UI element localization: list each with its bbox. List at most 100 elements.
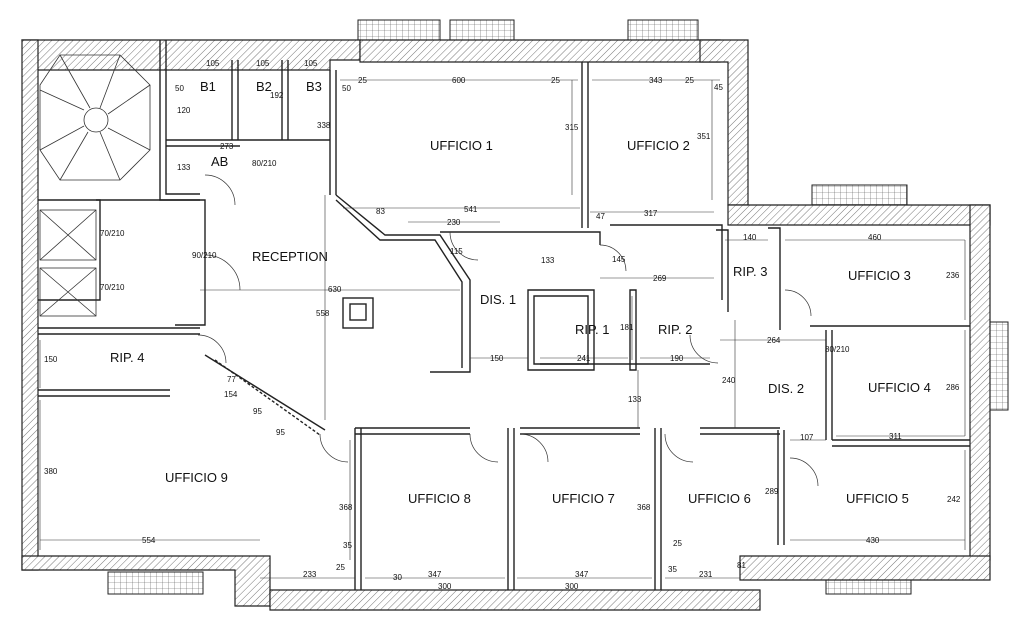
dim-label: 150 [490,354,504,363]
room-label-ufficio2: UFFICIO 2 [627,138,690,153]
dim-label: 105 [304,59,318,68]
dim-label: 133 [628,395,642,404]
dim-label: 241 [577,354,591,363]
dim-label: 558 [316,309,330,318]
dim-label: 630 [328,285,342,294]
staircase [39,54,151,181]
dim-label: 140 [743,233,757,242]
dim-label: 133 [541,256,555,265]
dim-label: 145 [612,255,626,264]
dim-label: 600 [452,76,466,85]
room-label-ab: AB [211,154,228,169]
dim-label: 460 [868,233,882,242]
dim-label: 77 [227,375,236,384]
dim-label: 154 [224,390,238,399]
dim-label: 269 [653,274,667,283]
room-label-rip3: RIP. 3 [733,264,767,279]
room-label-ufficio9: UFFICIO 9 [165,470,228,485]
dim-label: 315 [565,123,579,132]
room-label-dis1: DIS. 1 [480,292,516,307]
dimension-lines [39,79,966,579]
door-swings [197,174,819,487]
dim-label: 347 [428,570,442,579]
dim-label: 83 [376,207,385,216]
dim-label: 115 [450,247,463,256]
dim-label: 25 [673,539,682,548]
door-labels: 70/210 70/210 90/210 80/210 80/210 [100,159,850,354]
dim-label: 25 [336,563,345,572]
dim-label: 264 [767,336,781,345]
room-label-rip1: RIP. 1 [575,322,609,337]
dim-label: 35 [343,541,352,550]
dim-label: 107 [800,433,814,442]
door-label: 90/210 [192,251,217,260]
room-label-ufficio3: UFFICIO 3 [848,268,911,283]
dim-label: 289 [765,487,779,496]
dim-label: 50 [175,84,184,93]
exterior-walls [21,39,991,611]
dim-label: 81 [737,561,746,570]
dim-label: 25 [358,76,367,85]
dim-label: 242 [947,495,961,504]
dim-label: 236 [946,271,960,280]
room-label-ufficio6: UFFICIO 6 [688,491,751,506]
dim-label: 50 [342,84,351,93]
dimension-labels: 105 105 105 600 343 25 25 25 45 50 50 12… [44,59,961,591]
dim-label: 351 [697,132,711,141]
dim-label: 273 [220,142,234,151]
dim-label: 45 [714,83,723,92]
dim-label: 105 [256,59,270,68]
dim-label: 240 [722,376,736,385]
room-label-dis2: DIS. 2 [768,381,804,396]
dim-label: 95 [276,428,285,437]
dim-label: 338 [317,121,331,130]
room-label-b3: B3 [306,79,322,94]
room-label-ufficio1: UFFICIO 1 [430,138,493,153]
door-label: 80/210 [252,159,277,168]
dim-label: 317 [644,209,658,218]
dim-label: 347 [575,570,589,579]
elevators [39,209,97,317]
dim-label: 231 [699,570,713,579]
dim-label: 554 [142,536,156,545]
dim-label: 233 [303,570,317,579]
dim-label: 47 [596,212,605,221]
room-label-ufficio7: UFFICIO 7 [552,491,615,506]
dim-label: 300 [565,582,579,591]
dim-label: 25 [685,76,694,85]
door-label: 70/210 [100,229,125,238]
dim-label: 95 [253,407,262,416]
door-label: 70/210 [100,283,125,292]
dim-label: 105 [206,59,220,68]
dim-label: 120 [177,106,191,115]
dim-label: 150 [44,355,58,364]
dim-label: 230 [447,218,461,227]
balconies [107,19,1009,595]
dim-label: 300 [438,582,452,591]
dim-label: 192 [270,91,284,100]
dim-label: 25 [551,76,560,85]
room-label-b1: B1 [200,79,216,94]
room-label-ufficio8: UFFICIO 8 [408,491,471,506]
dim-label: 181 [620,323,634,332]
dim-label: 430 [866,536,880,545]
dim-label: 190 [670,354,684,363]
door-label: 80/210 [825,345,850,354]
room-label-b2: B2 [256,79,272,94]
dim-label: 311 [889,432,902,441]
dim-label: 343 [649,76,663,85]
interior-walls [38,40,970,590]
dim-label: 30 [393,573,402,582]
room-label-ufficio5: UFFICIO 5 [846,491,909,506]
dim-label: 286 [946,383,960,392]
room-labels: UFFICIO 1 UFFICIO 2 UFFICIO 3 UFFICIO 4 … [110,79,931,506]
room-label-rip4: RIP. 4 [110,350,144,365]
dim-label: 541 [464,205,478,214]
room-label-reception: RECEPTION [252,249,328,264]
dim-label: 368 [339,503,353,512]
room-label-rip2: RIP. 2 [658,322,692,337]
dim-label: 133 [177,163,191,172]
room-label-ufficio4: UFFICIO 4 [868,380,931,395]
dim-label: 35 [668,565,677,574]
